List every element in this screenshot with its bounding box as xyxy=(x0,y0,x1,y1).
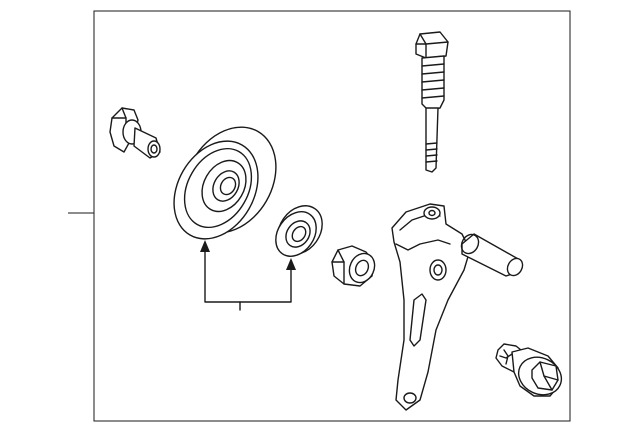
arrow-up-icon xyxy=(286,258,296,270)
stud-bolt-icon xyxy=(415,31,449,173)
diagram-frame xyxy=(93,10,571,422)
bracket-icon xyxy=(391,203,524,411)
bearing-icon xyxy=(275,205,323,257)
flange-bolt-icon xyxy=(495,343,563,397)
nut-icon xyxy=(331,245,376,287)
arrow-up-icon xyxy=(200,240,210,252)
bolt-icon xyxy=(109,107,161,159)
callout-bracket xyxy=(200,240,296,311)
pulley-icon xyxy=(173,126,277,240)
